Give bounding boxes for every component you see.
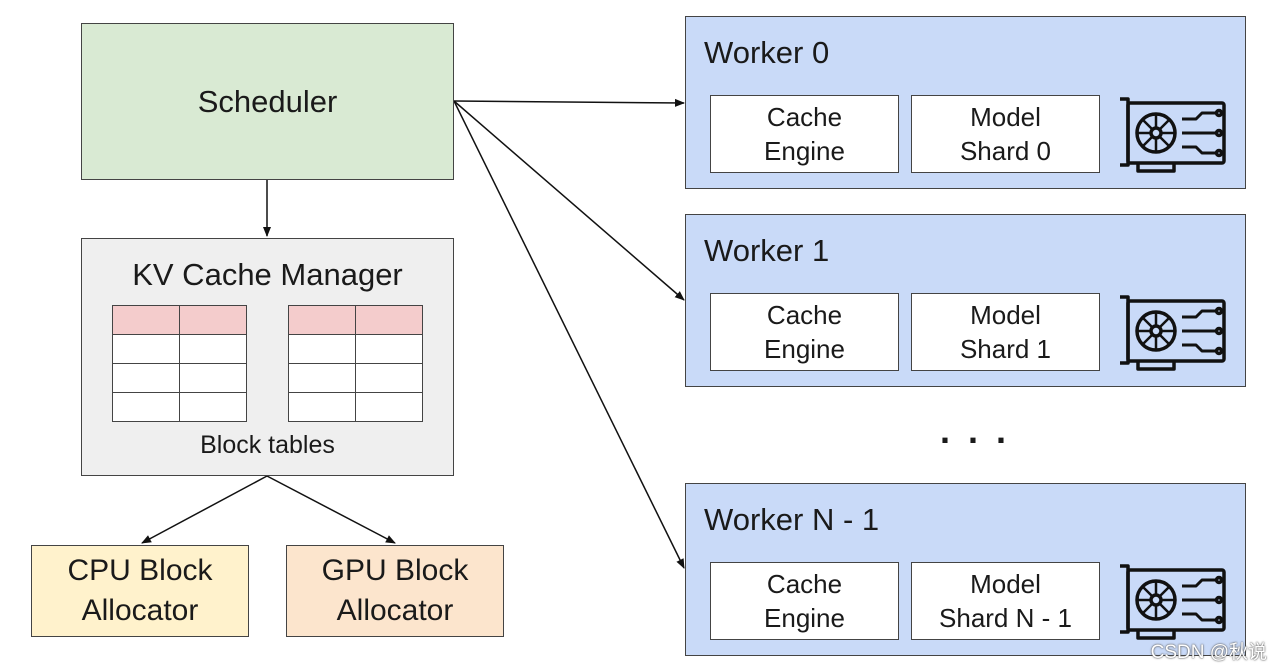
model-shard-box: Model Shard 1 — [911, 293, 1100, 371]
block-tables-caption: Block tables — [200, 431, 335, 459]
scheduler-box: Scheduler — [81, 23, 454, 180]
block-table — [288, 305, 423, 422]
kv-cache-manager-title: KV Cache Manager — [132, 257, 403, 292]
cpu-allocator-label-line1: CPU Block — [67, 554, 213, 587]
model-shard-label-line1: Model — [970, 102, 1041, 132]
cache-engine-label-line1: Cache — [766, 102, 843, 132]
worker-title: Worker N - 1 — [704, 502, 880, 537]
watermark: CSDN @秋说 — [1150, 642, 1267, 663]
arrow-kv-to-cpu-allocator — [141, 475, 268, 544]
model-shard-label-line2: Shard N - 1 — [939, 603, 1072, 633]
cache-engine-label-line1: Cache — [766, 569, 843, 599]
worker-title: Worker 0 — [704, 35, 830, 70]
scheduler-label: Scheduler — [197, 83, 338, 119]
more-workers-ellipsis: . . . — [940, 410, 1011, 451]
model-shard-box: Model Shard 0 — [911, 95, 1100, 173]
model-shard-box: Model Shard N - 1 — [911, 562, 1100, 640]
gpu-card-icon — [1120, 295, 1226, 371]
cache-engine-label-line2: Engine — [764, 334, 845, 364]
model-shard-label-line1: Model — [970, 569, 1041, 599]
gpu-allocator-label-line2: Allocator — [336, 594, 454, 627]
model-shard-label-line2: Shard 0 — [959, 136, 1052, 166]
gpu-card-icon — [1120, 97, 1226, 173]
model-shard-label-line1: Model — [970, 300, 1041, 330]
worker-box: Worker 1 Cache Engine Model Shard 1 — [685, 214, 1246, 387]
worker-title: Worker 1 — [704, 233, 830, 268]
cache-engine-box: Cache Engine — [710, 293, 899, 371]
cpu-allocator-label-line2: Allocator — [81, 594, 199, 627]
kv-cache-manager-box: KV Cache Manager Block tables — [81, 238, 454, 476]
arrow-scheduler-to-worker-1 — [453, 100, 685, 301]
cpu-block-allocator-box: CPU Block Allocator — [31, 545, 249, 637]
arrow-scheduler-to-worker-n — [453, 100, 685, 569]
arrow-scheduler-to-worker-0 — [453, 98, 685, 107]
cache-engine-label-line2: Engine — [764, 603, 845, 633]
model-shard-label-line2: Shard 1 — [959, 334, 1052, 364]
block-table — [112, 305, 247, 422]
gpu-block-allocator-box: GPU Block Allocator — [286, 545, 504, 637]
cache-engine-label-line1: Cache — [766, 300, 843, 330]
worker-box: Worker N - 1 Cache Engine Model Shard N … — [685, 483, 1246, 656]
cache-engine-box: Cache Engine — [710, 562, 899, 640]
gpu-card-icon — [1120, 564, 1226, 640]
cache-engine-box: Cache Engine — [710, 95, 899, 173]
arrow-kv-to-gpu-allocator — [266, 475, 396, 544]
cache-engine-label-line2: Engine — [764, 136, 845, 166]
worker-box: Worker 0 Cache Engine Model Shard 0 — [685, 16, 1246, 189]
gpu-allocator-label-line1: GPU Block — [321, 554, 469, 587]
